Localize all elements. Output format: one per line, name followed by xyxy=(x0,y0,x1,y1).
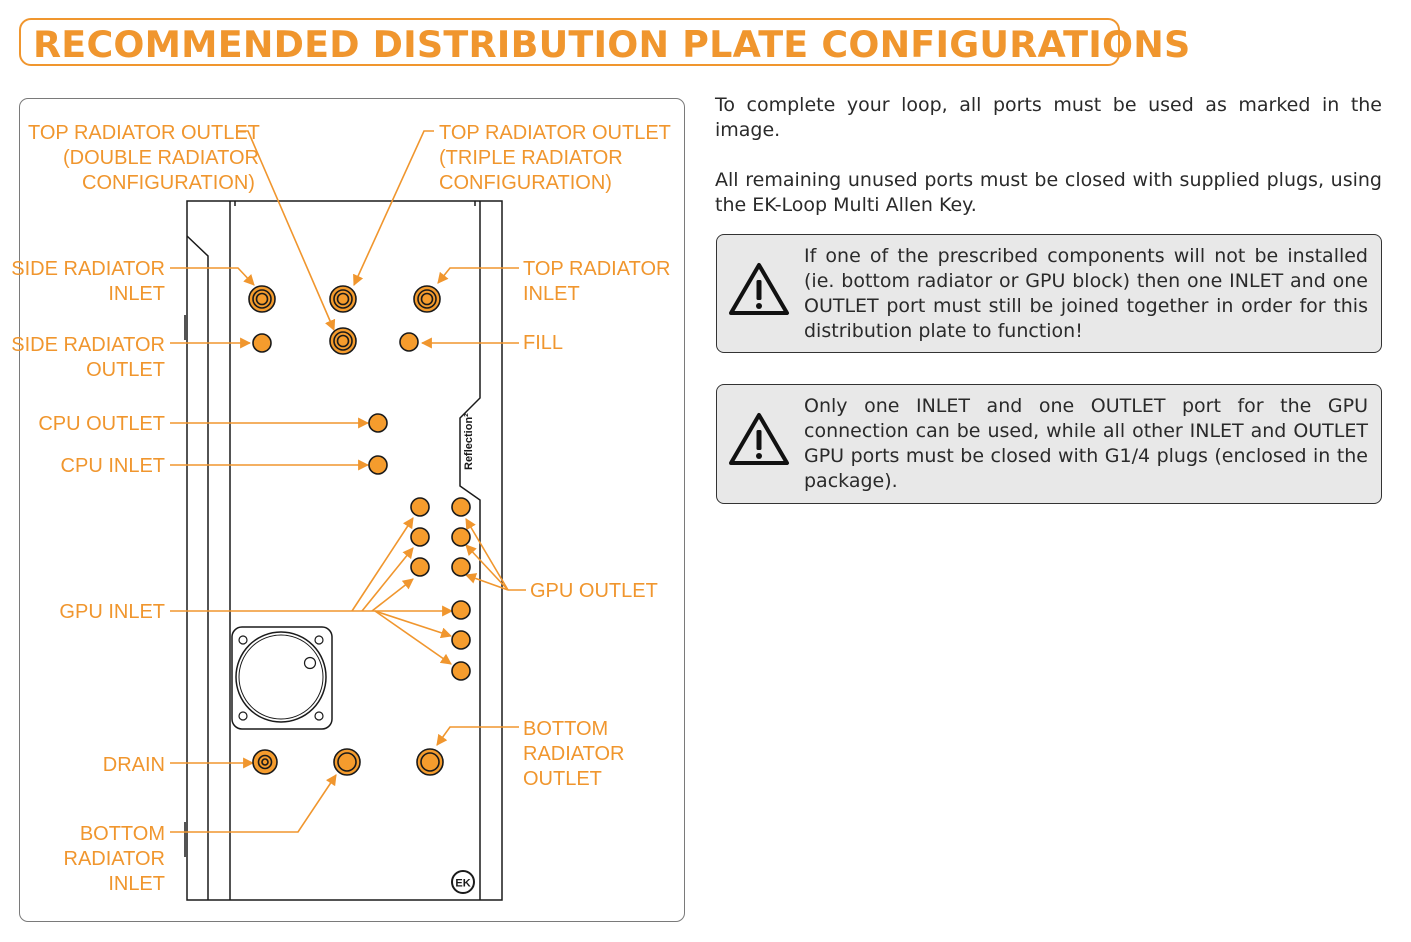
port-bottom-radiator-inlet xyxy=(333,748,361,776)
port-gpu-1 xyxy=(410,497,430,517)
label-top-outlet-double: TOP RADIATOR OUTLET xyxy=(28,122,260,144)
port-drain xyxy=(252,749,278,775)
port-cpu-inlet xyxy=(368,455,388,475)
instruction-paragraph-1: To complete your loop, all ports must be… xyxy=(715,94,1382,141)
label-cpu-inlet: CPU INLET xyxy=(61,455,165,477)
label-top-outlet-triple: TOP RADIATOR OUTLET xyxy=(439,122,671,144)
port-fill xyxy=(399,332,419,352)
label-bottom-radiator-outlet: BOTTOM xyxy=(523,718,608,740)
port-top-outlet-triple xyxy=(329,285,357,313)
port-gpu-7 xyxy=(451,600,471,620)
label-top-outlet-triple: (TRIPLE RADIATOR xyxy=(439,147,623,169)
label-bottom-radiator-outlet: OUTLET xyxy=(523,768,602,790)
label-side-radiator-outlet: SIDE RADIATOR xyxy=(11,334,165,356)
port-cpu-outlet xyxy=(368,413,388,433)
leader-bottom-inlet xyxy=(170,774,337,833)
warning-triangle-icon xyxy=(729,413,789,465)
leader-top-outlet-double xyxy=(238,130,336,332)
diagram-labels: TOP RADIATOR OUTLET (DOUBLE RADIATOR CON… xyxy=(11,122,671,895)
warning-text-2: Only one INLET and one OUTLET port for t… xyxy=(804,395,1368,492)
diagram-frame xyxy=(19,98,685,922)
port-gpu-8 xyxy=(451,630,471,650)
label-bottom-radiator-outlet: RADIATOR xyxy=(523,743,625,765)
pump-mount xyxy=(231,626,333,730)
port-gpu-5 xyxy=(410,557,430,577)
port-top-outlet-double xyxy=(329,327,357,355)
distribution-plate-diagram: Reflection² EK xyxy=(11,122,671,901)
label-gpu-outlet: GPU OUTLET xyxy=(530,580,658,602)
instruction-paragraph-2: All remaining unused ports must be close… xyxy=(715,169,1382,216)
label-side-radiator-outlet: OUTLET xyxy=(86,359,165,381)
label-gpu-inlet: GPU INLET xyxy=(59,601,165,623)
port-gpu-9 xyxy=(451,661,471,681)
leader-top-inlet xyxy=(437,267,519,284)
svg-text:EK: EK xyxy=(455,878,470,890)
port-top-radiator-inlet xyxy=(413,285,441,313)
leader-lines xyxy=(170,130,526,833)
leader-bottom-outlet xyxy=(436,726,519,746)
port-side-radiator-inlet xyxy=(248,285,276,313)
label-cpu-outlet: CPU OUTLET xyxy=(38,413,165,435)
label-bottom-radiator-inlet: INLET xyxy=(108,873,165,895)
page-title: RECOMMENDED DISTRIBUTION PLATE CONFIGURA… xyxy=(33,23,1191,66)
port-gpu-6 xyxy=(451,557,471,577)
port-side-radiator-outlet xyxy=(252,333,272,353)
label-bottom-radiator-inlet: RADIATOR xyxy=(64,848,166,870)
port-gpu-2 xyxy=(451,497,471,517)
ports xyxy=(248,285,471,776)
warning-triangle-icon xyxy=(729,263,789,315)
label-top-radiator-inlet: TOP RADIATOR xyxy=(523,258,670,280)
case-model-text: Reflection² xyxy=(463,413,475,470)
label-top-outlet-triple: CONFIGURATION) xyxy=(439,172,612,194)
label-side-radiator-inlet: SIDE RADIATOR xyxy=(11,258,165,280)
label-drain: DRAIN xyxy=(103,754,165,776)
warning-box-1: If one of the prescribed components will… xyxy=(716,234,1382,353)
label-side-radiator-inlet: INLET xyxy=(108,283,165,305)
port-gpu-4 xyxy=(451,527,471,547)
leader-side-inlet xyxy=(170,267,255,286)
label-top-outlet-double: CONFIGURATION) xyxy=(82,172,255,194)
port-bottom-radiator-outlet xyxy=(416,748,444,776)
leader-top-outlet-triple xyxy=(353,130,434,287)
label-top-outlet-double: (DOUBLE RADIATOR xyxy=(63,147,259,169)
port-gpu-3 xyxy=(410,527,430,547)
warning-text-1: If one of the prescribed components will… xyxy=(804,245,1368,342)
label-top-radiator-inlet: INLET xyxy=(523,283,580,305)
warning-box-2: Only one INLET and one OUTLET port for t… xyxy=(716,384,1382,504)
label-bottom-radiator-inlet: BOTTOM xyxy=(80,823,165,845)
title-banner: RECOMMENDED DISTRIBUTION PLATE CONFIGURA… xyxy=(19,18,1190,66)
label-fill: FILL xyxy=(523,332,563,354)
ek-logo: EK xyxy=(451,870,475,894)
case-outline xyxy=(184,200,503,901)
